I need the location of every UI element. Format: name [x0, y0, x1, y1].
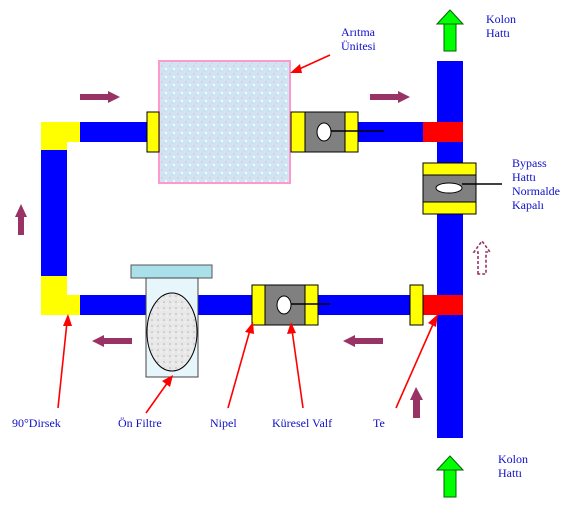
leader-kuresel-valf — [287, 322, 304, 409]
label-nipel: Nipel — [210, 416, 237, 430]
leader-on-filtre — [145, 375, 173, 414]
column-arrow-top — [435, 9, 465, 52]
flow-arrows — [15, 91, 423, 418]
left-arrow-icon — [92, 335, 132, 347]
leader-lines — [57, 54, 438, 414]
right-arrow-icon — [370, 91, 410, 103]
label-aritma-line1: Arıtma — [341, 25, 375, 39]
leader-nipel — [227, 322, 254, 409]
nipple-bottom-right — [409, 284, 424, 326]
leader-dirsek — [57, 314, 72, 409]
label-kolon-bottom-line2: Hattı — [498, 466, 522, 480]
label-bypass-line4: Kapalı — [512, 198, 544, 212]
label-kolon-bottom: Kolon Hattı — [498, 452, 528, 480]
label-aritma-line2: Ünitesi — [341, 39, 376, 53]
dashed-up-arrow-icon — [472, 239, 492, 275]
right-arrow-icon — [80, 91, 120, 103]
tee-top — [423, 122, 463, 142]
label-bypass-line3: Normalde — [512, 184, 560, 198]
label-bypass: Bypass Hattı Normalde Kapalı — [512, 156, 560, 212]
label-kolon-top: Kolon Hattı — [486, 12, 516, 40]
label-kolon-top-line1: Kolon — [486, 12, 516, 26]
label-on-filtre: Ön Filtre — [118, 416, 162, 430]
up-arrow-icon — [410, 387, 423, 418]
label-bypass-line2: Hattı — [512, 170, 536, 184]
left-arrow-icon — [343, 335, 383, 347]
bypass-valve — [422, 162, 502, 215]
label-kolon-top-line2: Hattı — [486, 26, 510, 40]
treatment-unit — [158, 60, 291, 184]
column-arrow-bottom — [435, 455, 465, 498]
label-bypass-line1: Bypass — [512, 156, 547, 170]
left-pipe — [41, 150, 67, 276]
leader-aritma — [290, 54, 331, 73]
elbow-bottom-left — [41, 276, 80, 315]
elbow-top-left — [41, 122, 80, 150]
ball-valve-bottom — [251, 284, 330, 326]
nipple-treatment-left — [146, 111, 160, 153]
ball-valve-top — [290, 111, 384, 153]
label-kolon-bottom-line1: Kolon — [498, 452, 528, 466]
column-pipe — [437, 61, 463, 438]
label-te: Te — [373, 416, 385, 430]
label-aritma-unitesi: Arıtma Ünitesi — [341, 25, 376, 53]
up-arrow-icon — [15, 204, 27, 235]
label-kuresel-valf: Küresel Valf — [272, 416, 333, 430]
label-dirsek: 90°Dirsek — [12, 416, 61, 430]
leader-te — [395, 314, 438, 409]
pre-filter — [130, 264, 213, 378]
tee-bottom — [423, 295, 463, 315]
